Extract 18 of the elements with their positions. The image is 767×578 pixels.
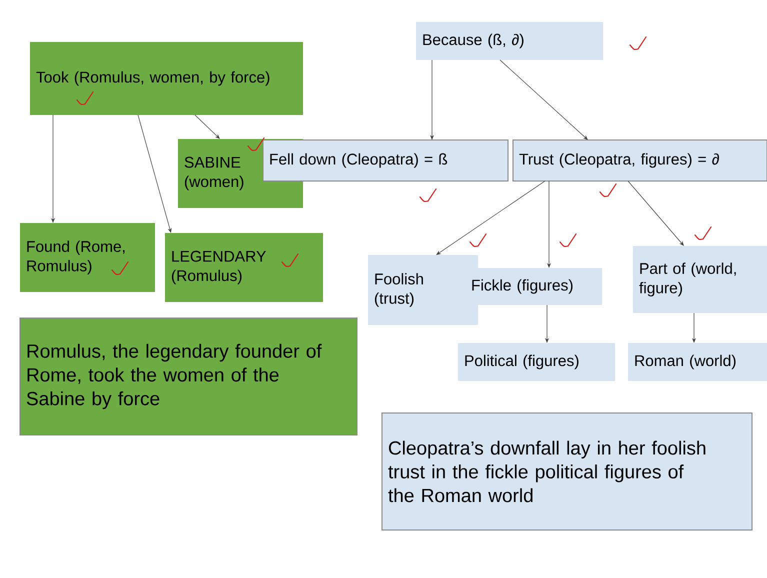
concept-box: Roman (world) xyxy=(628,343,767,381)
node-label: Foolish (trust) xyxy=(374,273,423,307)
concept-box: Because (ß, ∂) xyxy=(416,22,603,60)
arrow xyxy=(628,180,684,246)
arrow xyxy=(194,114,220,139)
concept-box: Fickle (figures) xyxy=(465,268,602,305)
concept-box: Found (Rome, Romulus) xyxy=(20,223,155,292)
concept-box: Fell down (Cleopatra) = ß xyxy=(262,140,508,182)
arrow xyxy=(500,60,588,140)
concept-box: Took (Romulus, women, by force) xyxy=(30,42,303,115)
summary-box: Cleopatra’s downfall lay in her foolish trust in the fickle political figures of the Roman world xyxy=(382,412,752,530)
arrow xyxy=(138,114,172,233)
concept-box: Political (figures) xyxy=(458,343,615,381)
summary-box: Romulus, the legendary founder of Rome, took the women of the Sabine by force xyxy=(20,318,358,436)
concept-box: Part of (world, figure) xyxy=(633,246,767,313)
arrow xyxy=(436,180,546,255)
concept-box: Trust (Cleopatra, figures) = ∂ xyxy=(512,140,767,182)
concept-box: LEGENDARY (Romulus) xyxy=(165,233,323,302)
